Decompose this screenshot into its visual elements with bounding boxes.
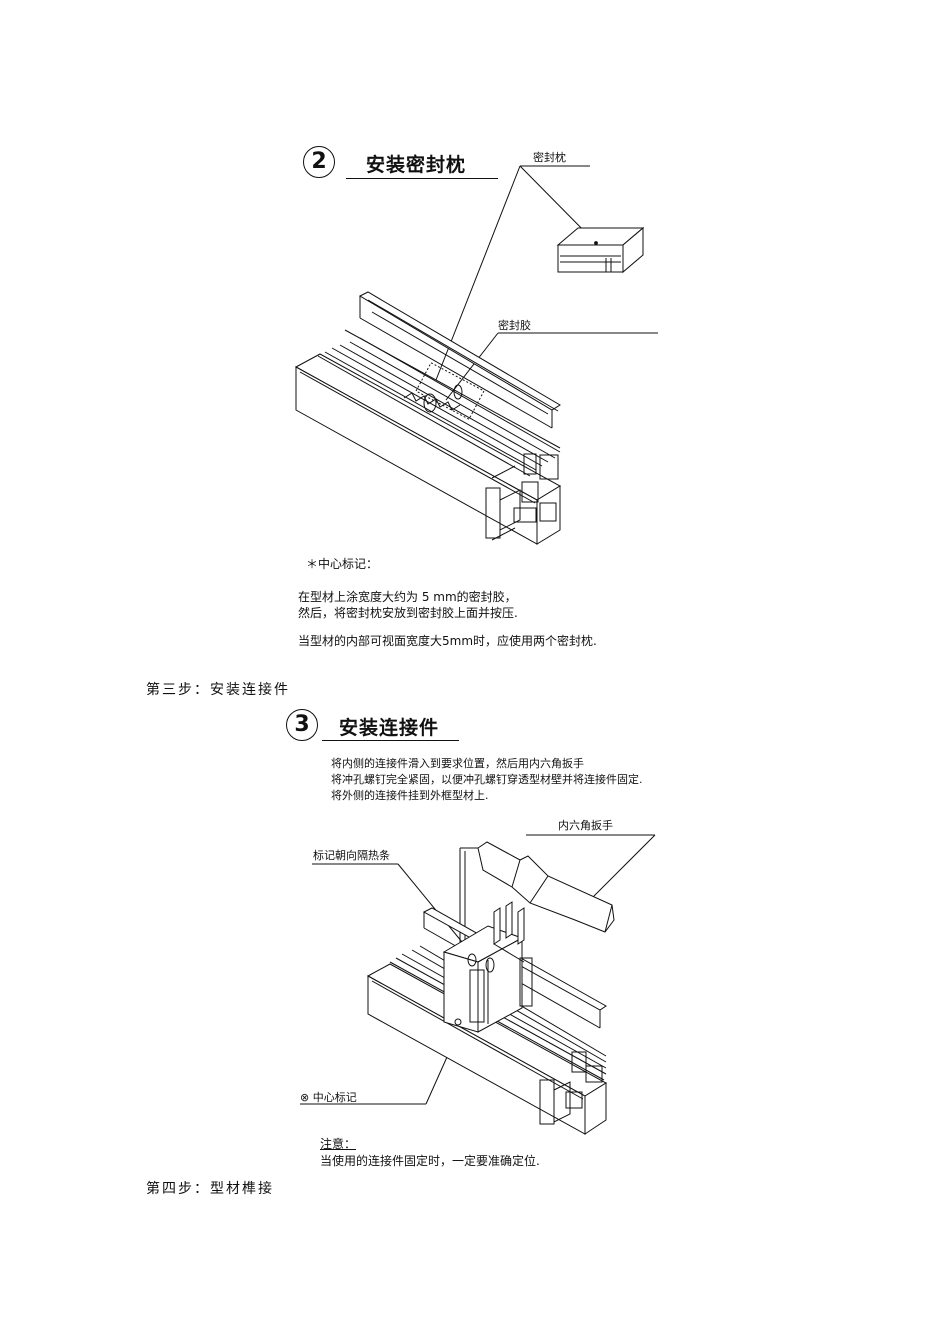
section-3-title-underline	[322, 740, 459, 741]
section-2-note-3: 当型材的内部可视面宽度大5mm时，应使用两个密封枕.	[298, 634, 597, 648]
step-2-number-circle: 2	[303, 146, 335, 178]
note-title: 注意：	[320, 1137, 357, 1151]
seal-glue-label: 密封胶	[498, 319, 531, 332]
section-2-title-underline	[346, 178, 498, 179]
section-2-note-1: 在型材上涂宽度大约为 5 mm的密封胶，	[298, 590, 517, 604]
step-3-number-circle: 3	[286, 709, 318, 741]
center-mark-label: ＊中心标记：	[306, 557, 379, 571]
seal-pillow-label: 密封枕	[533, 151, 566, 164]
section-3-title: 安装连接件	[339, 717, 440, 739]
section-3-instruction-1: 将内侧的连接件滑入到要求位置，然后用内六角扳手	[331, 757, 584, 770]
section-3-instruction-3: 将外侧的连接件挂到外框型材上.	[331, 789, 489, 802]
mark-toward-thermal-strip-label: 标记朝向隔热条	[313, 849, 390, 862]
note-text: 当使用的连接件固定时，一定要准确定位.	[320, 1154, 540, 1168]
center-mark-label-2: ⊗ 中心标记	[300, 1091, 357, 1104]
section-2-title: 安装密封枕	[366, 154, 467, 176]
step-3-heading: 第三步：安装连接件	[146, 682, 290, 698]
section-3-instruction-2: 将冲孔螺钉完全紧固，以便冲孔螺钉穿透型材壁并将连接件固定.	[331, 773, 643, 786]
hex-wrench-label: 内六角扳手	[558, 819, 613, 832]
step-4-heading: 第四步：型材榫接	[146, 1181, 274, 1197]
section-2-note-2: 然后，将密封枕安放到密封胶上面并按压.	[298, 606, 518, 620]
